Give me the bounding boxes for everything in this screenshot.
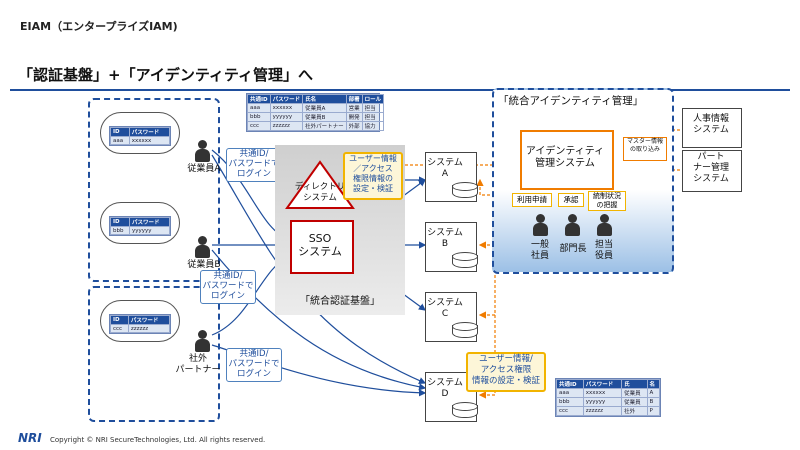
system-b-database-icon (452, 252, 478, 270)
system-a-label: システム A (427, 158, 463, 179)
system-b-label: システム B (427, 228, 463, 249)
system-a-database-icon (452, 182, 478, 200)
identity-mgmt-title: 「統合アイデンティティ管理」 (498, 95, 644, 107)
copyright-text: Copyright © NRI SecureTechnologies, Ltd.… (50, 436, 266, 444)
slide-title: 「認証基盤」+「アイデンティティ管理」へ (18, 66, 314, 84)
employee-b-label: 従業員B (187, 260, 221, 270)
system-c-label: システム C (427, 298, 463, 319)
flow-usage-request: 利用申請 (512, 193, 552, 207)
login-callout-top: 共通ID/ パスワードで ログイン (226, 148, 282, 182)
integrated-auth-label: 「統合認証基盤」 (300, 296, 380, 307)
flow-approval: 承認 (558, 193, 584, 207)
system-d-label: システム D (427, 378, 463, 399)
general-employee-label: 一般 社員 (530, 240, 549, 261)
user-info-callout-top: ユーザー情報 ／アクセス 権限情報の 設定・検証 (343, 152, 403, 200)
officer-label: 担当 役員 (594, 240, 613, 261)
login-callout-bottom: 共通ID/ パスワードで ログイン (226, 348, 282, 382)
directory-system-shape (285, 160, 355, 209)
login-callout-middle: 共通ID/ パスワードで ログイン (200, 270, 256, 304)
partner-mgmt-system-box (682, 150, 742, 192)
general-employee-icon (533, 214, 548, 236)
partner-mgmt-system-label: パート ナー管理 システム (692, 152, 729, 184)
identity-core-label: アイデンティティ 管理システム (525, 146, 605, 169)
document-label: EIAM（エンタープライズIAM) (20, 20, 178, 33)
system-c-database-icon (452, 322, 478, 340)
partner-label: 社外 パートナー (175, 354, 221, 375)
sso-system-box (290, 220, 354, 274)
partner-person-icon (195, 330, 210, 352)
partner-group-frame (88, 286, 220, 422)
employee-a-person-icon (195, 140, 210, 162)
department-head-icon (565, 214, 580, 236)
employee-group-frame (88, 98, 220, 282)
department-head-label: 部門長 (559, 244, 587, 254)
employee-a-label: 従業員A (187, 164, 221, 174)
system-d-database-icon (452, 402, 478, 420)
flow-control-status: 統制状況 の把握 (588, 191, 626, 211)
sso-system-label: SSO システム (298, 232, 342, 258)
nri-logo: NRI (18, 431, 42, 445)
hr-system-box (682, 108, 742, 148)
hr-system-label: 人事情報 システム (692, 114, 729, 135)
user-info-callout-bottom: ユーザー情報/ アクセス権限 情報の設定・検証 (466, 352, 546, 392)
master-intake-callout: マスター情報 の取り込み (623, 137, 667, 161)
identity-core-box (520, 130, 614, 190)
directory-system-label: ディレクトリ システム (294, 182, 346, 203)
employee-b-person-icon (195, 236, 210, 258)
officer-icon (597, 214, 612, 236)
title-divider (10, 89, 790, 91)
